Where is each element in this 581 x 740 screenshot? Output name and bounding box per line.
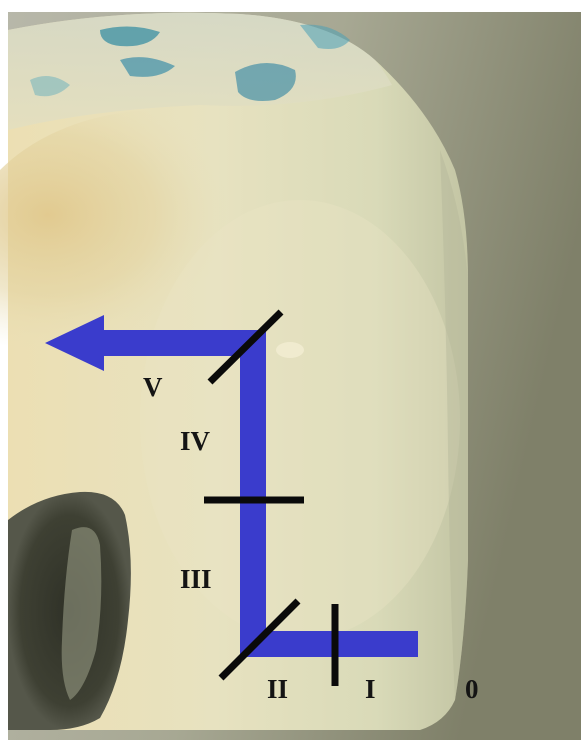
scale-label-ii: II — [267, 676, 288, 703]
scale-vertical — [240, 330, 266, 657]
scale-label-iii: III — [180, 566, 212, 593]
scale-label-0: 0 — [465, 676, 479, 703]
scale-label-i: I — [365, 676, 376, 703]
scale-label-iv: IV — [180, 428, 210, 455]
scale-label-v: V — [143, 374, 163, 401]
